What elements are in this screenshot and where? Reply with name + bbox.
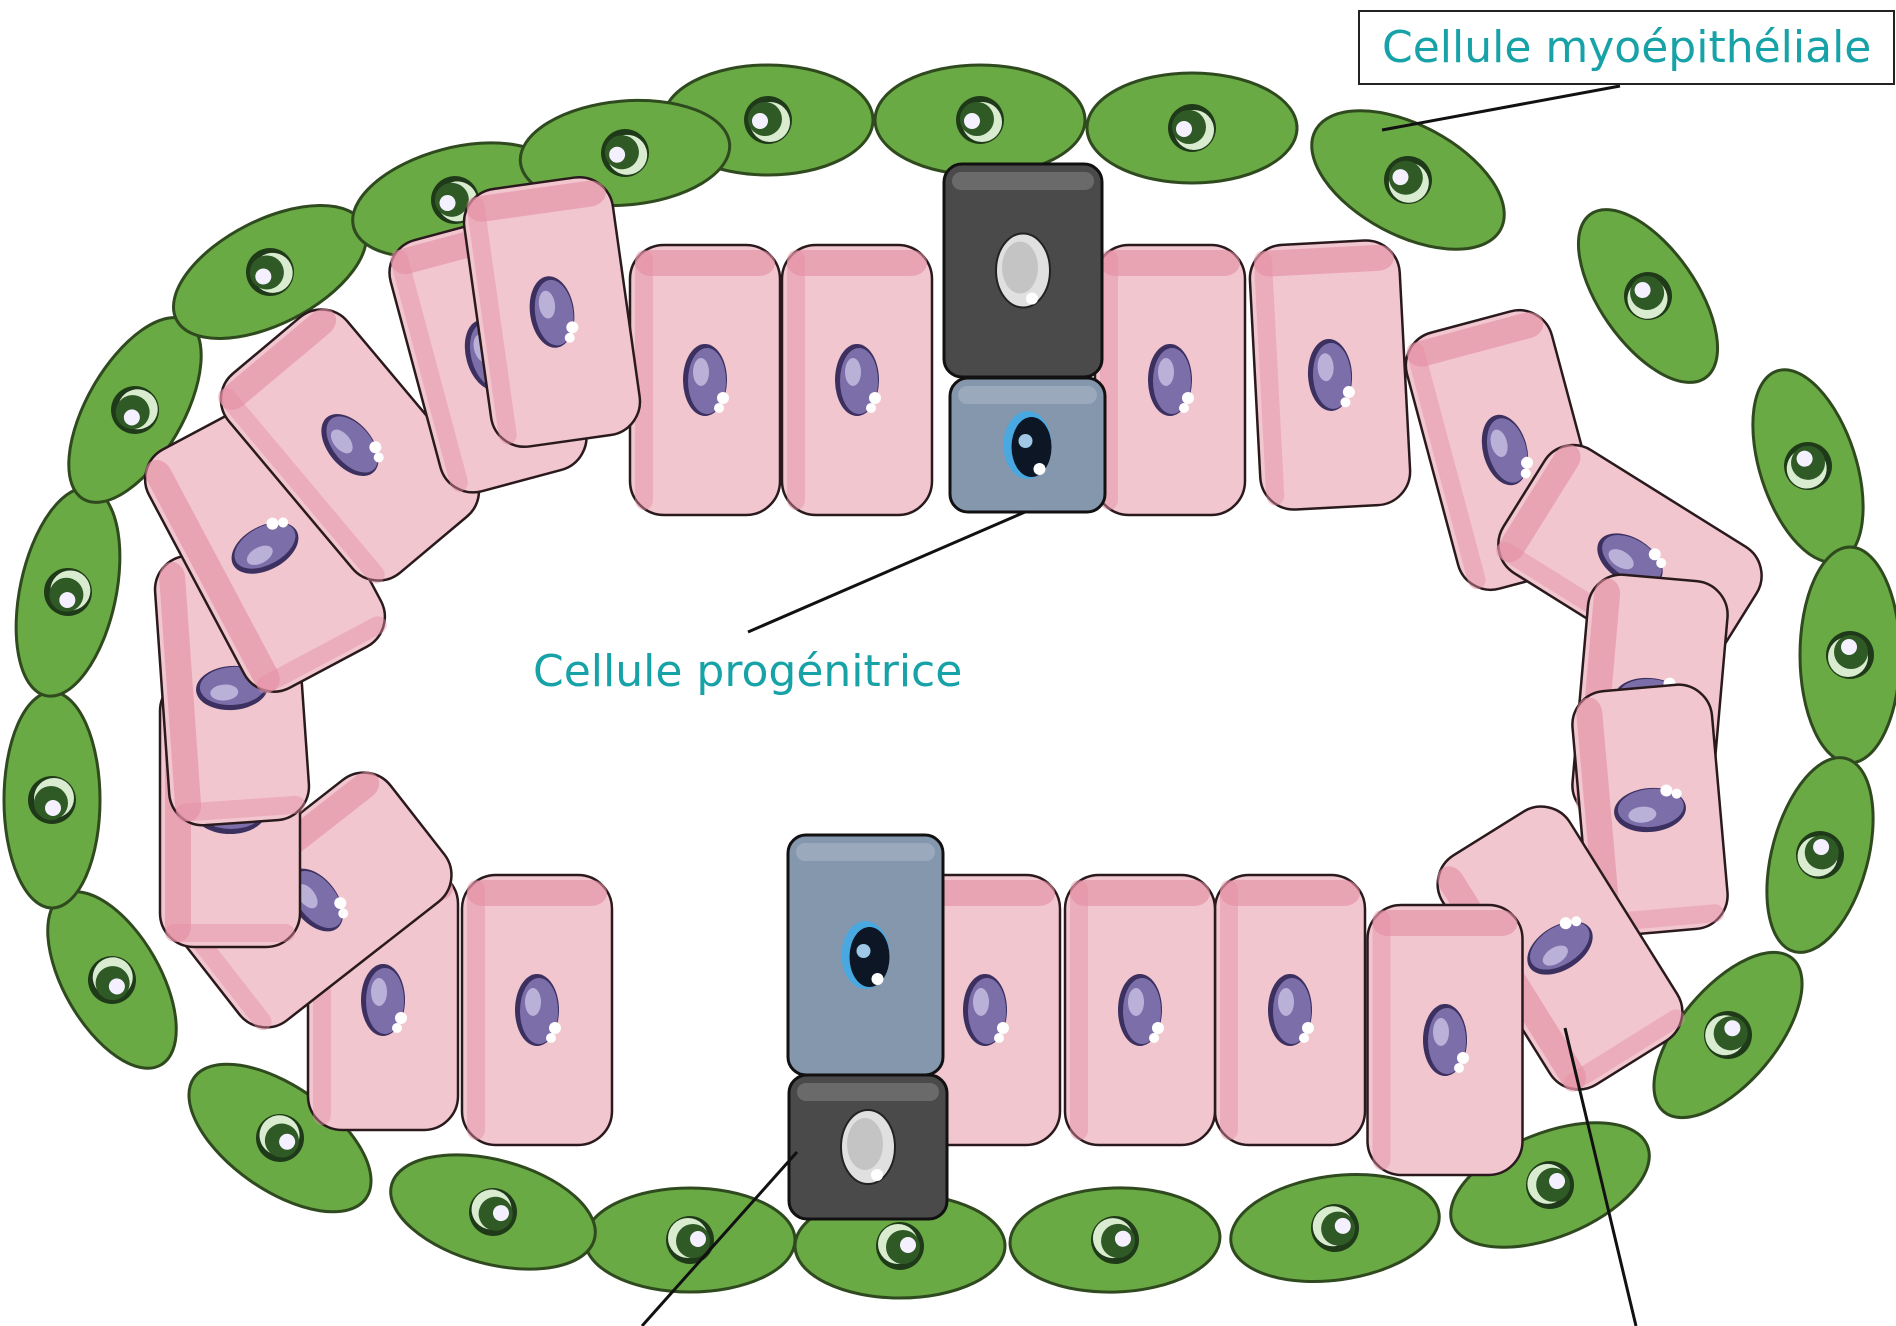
basal-cell-bottom <box>789 1075 947 1219</box>
progenitor-cell-top <box>950 378 1105 512</box>
myoepithelial-nucleus <box>876 1222 924 1270</box>
basal-cell-bottom-nucleus <box>841 1110 895 1184</box>
leader-line-myoepithelial <box>1382 86 1620 130</box>
myoepithelial-cell <box>1224 1162 1446 1294</box>
myoepithelial-nucleus <box>666 1216 714 1264</box>
luminal-cell <box>462 875 612 1145</box>
basal-cell-top <box>944 164 1102 377</box>
myoepithelial-cell <box>1731 356 1884 576</box>
basal-cell-top-nucleus <box>996 234 1050 308</box>
myoepithelial-cell <box>0 478 137 705</box>
myoepithelial-cell <box>4 692 100 908</box>
myoepithelial-nucleus <box>1826 631 1874 679</box>
luminal-cell <box>1065 875 1215 1145</box>
myoepithelial-nucleus <box>956 96 1004 144</box>
label-myoepithelial-cell: Cellule myoépithéliale <box>1358 10 1895 85</box>
luminal-cell <box>1215 875 1365 1145</box>
luminal-cell <box>630 245 780 515</box>
luminal-cell <box>782 245 932 515</box>
myoepithelial-cell <box>378 1135 608 1290</box>
myoepithelial-nucleus <box>744 96 792 144</box>
myoepithelial-cell <box>1087 73 1297 183</box>
luminal-cell <box>1095 245 1245 515</box>
progenitor-cell-bottom-nucleus <box>842 921 890 989</box>
myoepithelial-nucleus <box>28 776 76 824</box>
myoepithelial-cell <box>1748 746 1892 964</box>
label-progenitor-cell: Cellule progénitrice <box>533 646 962 697</box>
myoepithelial-cell <box>1008 1184 1222 1295</box>
luminal-cell <box>1368 905 1523 1175</box>
progenitor-cell-top-nucleus <box>1004 411 1052 479</box>
myoepithelial-cell <box>585 1188 795 1292</box>
luminal-cell <box>1248 239 1412 511</box>
myoepithelial-cell <box>1551 187 1744 406</box>
myoepithelial-cell <box>875 65 1085 175</box>
progenitor-cell-bottom <box>788 835 943 1075</box>
myoepithelial-nucleus <box>1168 104 1216 152</box>
myoepithelial-cell <box>1800 547 1896 763</box>
leader-line-progenitor <box>748 512 1025 632</box>
